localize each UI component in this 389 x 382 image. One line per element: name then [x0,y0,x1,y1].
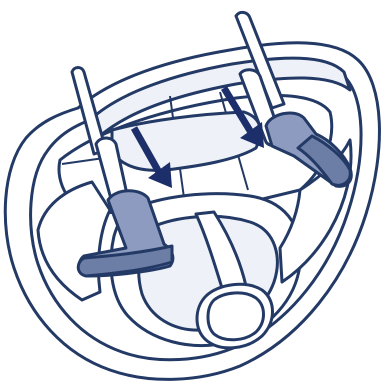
buckle [197,284,273,348]
buckle-button [208,293,264,340]
